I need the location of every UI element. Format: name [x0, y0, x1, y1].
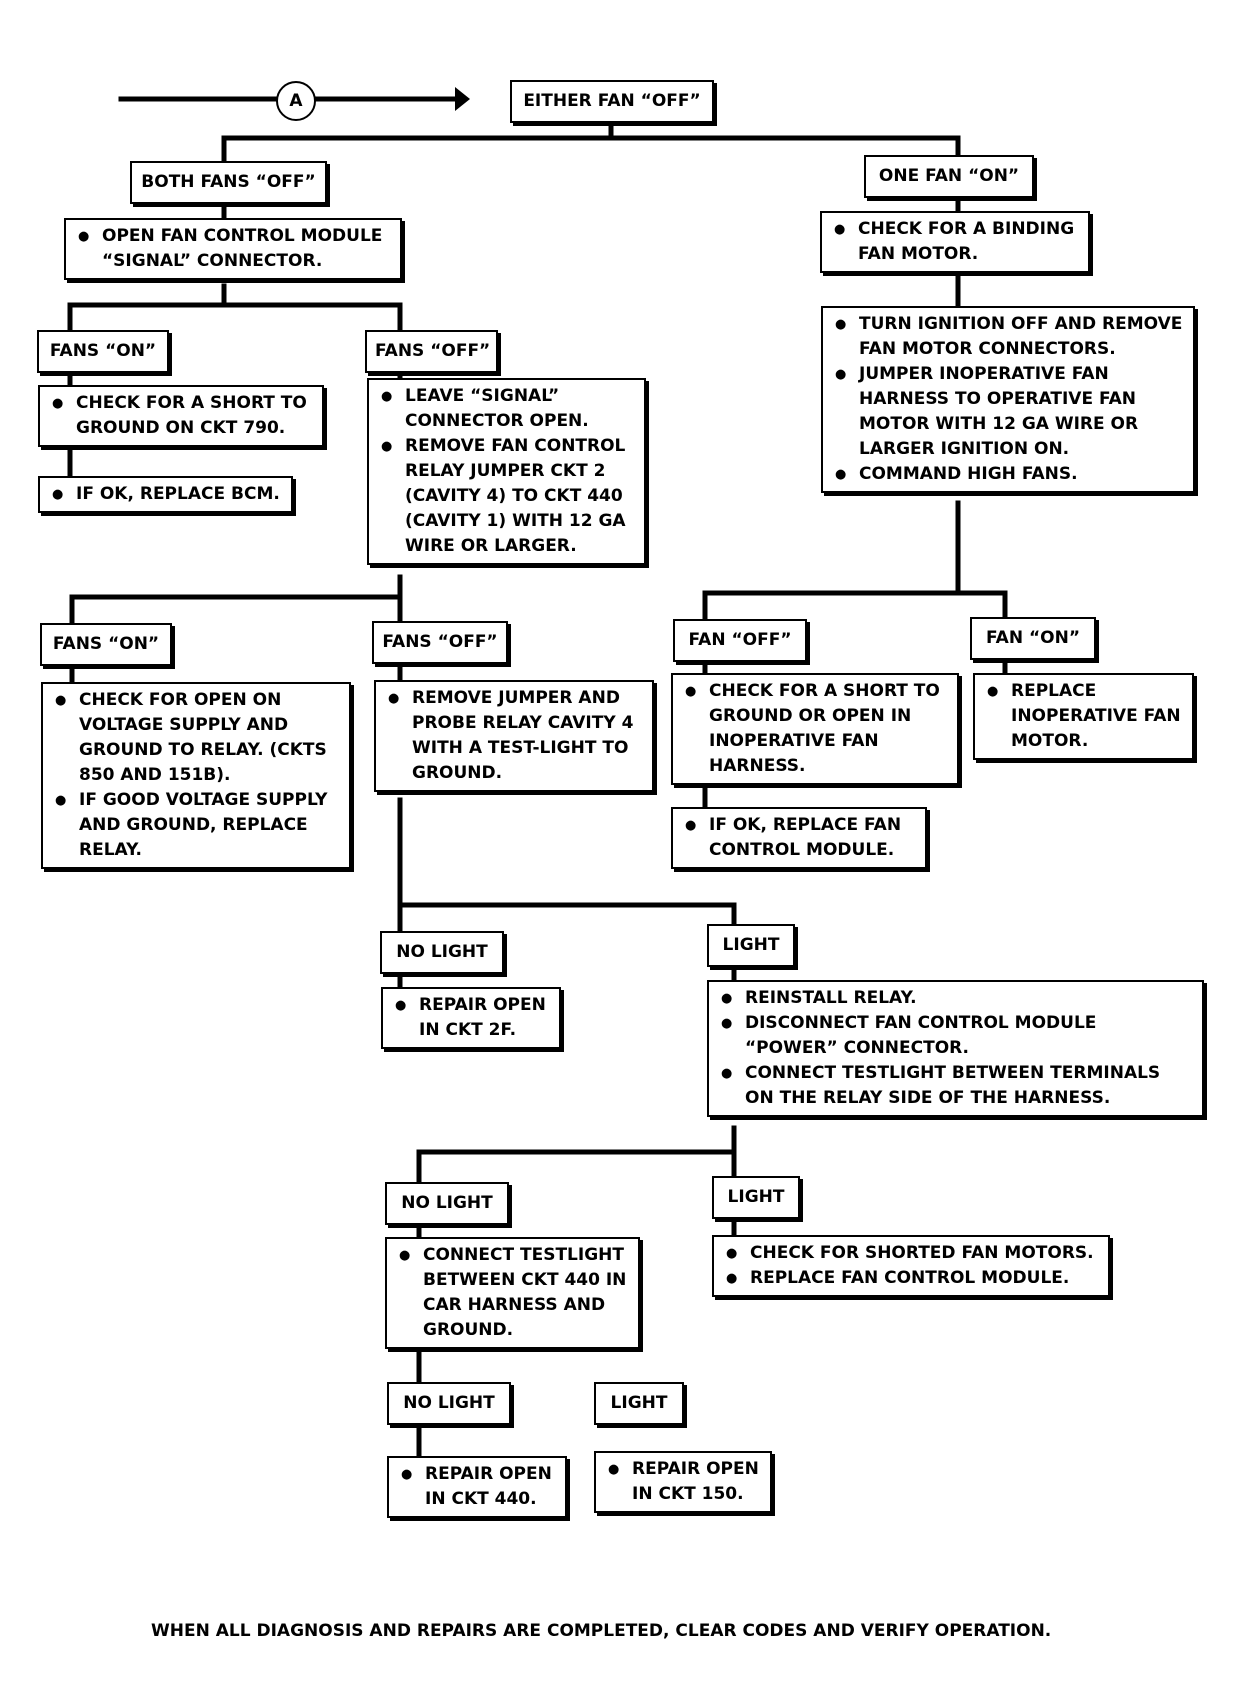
step-repair-ckt-440: REPAIR OPEN IN CKT 440.: [387, 1456, 567, 1518]
step-bullet: CHECK FOR OPEN ON VOLTAGE SUPPLY AND GRO…: [53, 688, 341, 788]
step-bullet: REMOVE FAN CONTROL RELAY JUMPER CKT 2 (C…: [379, 434, 636, 559]
node-fans-off-2: FANS “OFF”: [372, 621, 508, 664]
step-bullet: REMOVE JUMPER AND PROBE RELAY CAVITY 4 W…: [386, 686, 644, 786]
node-fans-off-1: FANS “OFF”: [365, 330, 498, 373]
node-fans-on-1: FANS “ON”: [37, 330, 169, 373]
step-bullet: CONNECT TESTLIGHT BETWEEN TERMINALS ON T…: [719, 1061, 1194, 1111]
step-bullet: TURN IGNITION OFF AND REMOVE FAN MOTOR C…: [833, 312, 1185, 362]
node-either-fan-off: EITHER FAN “OFF”: [510, 80, 714, 123]
step-open-signal-connector: OPEN FAN CONTROL MODULE “SIGNAL” CONNECT…: [64, 218, 402, 280]
step-bullet: REPAIR OPEN IN CKT 440.: [399, 1462, 557, 1512]
node-fans-on-2: FANS “ON”: [40, 623, 172, 666]
step-reinstall-relay: REINSTALL RELAY. DISCONNECT FAN CONTROL …: [707, 980, 1204, 1117]
step-bullet: IF OK, REPLACE BCM.: [50, 482, 283, 507]
step-bullet: CHECK FOR SHORTED FAN MOTORS.: [724, 1241, 1100, 1266]
step-bullet: IF GOOD VOLTAGE SUPPLY AND GROUND, REPLA…: [53, 788, 341, 863]
step-bullet: CONNECT TESTLIGHT BETWEEN CKT 440 IN CAR…: [397, 1243, 630, 1343]
step-bullet: CHECK FOR A SHORT TO GROUND OR OPEN IN I…: [683, 679, 949, 779]
step-bullet: IF OK, REPLACE FAN CONTROL MODULE.: [683, 813, 917, 863]
step-repair-ckt-2f: REPAIR OPEN IN CKT 2F.: [381, 987, 561, 1049]
node-light-2: LIGHT: [712, 1176, 800, 1219]
step-bullet: REPLACE FAN CONTROL MODULE.: [724, 1266, 1100, 1291]
step-jumper-harness: TURN IGNITION OFF AND REMOVE FAN MOTOR C…: [821, 306, 1195, 493]
step-leave-signal-open: LEAVE “SIGNAL” CONNECTOR OPEN. REMOVE FA…: [367, 378, 646, 565]
step-bullet: REINSTALL RELAY.: [719, 986, 1194, 1011]
step-repair-ckt-150: REPAIR OPEN IN CKT 150.: [594, 1451, 772, 1513]
step-replace-fan-motor: REPLACE INOPERATIVE FAN MOTOR.: [973, 673, 1194, 760]
node-fan-off: FAN “OFF”: [673, 619, 807, 662]
step-replace-bcm: IF OK, REPLACE BCM.: [38, 476, 293, 513]
step-replace-fcm: IF OK, REPLACE FAN CONTROL MODULE.: [671, 807, 927, 869]
step-check-short-ckt790: CHECK FOR A SHORT TO GROUND ON CKT 790.: [38, 385, 324, 447]
node-both-fans-off: BOTH FANS “OFF”: [130, 161, 327, 204]
connector-a: A: [276, 81, 316, 121]
step-bullet: CHECK FOR A SHORT TO GROUND ON CKT 790.: [50, 391, 314, 441]
step-check-binding-motor: CHECK FOR A BINDING FAN MOTOR.: [820, 211, 1090, 273]
node-light-3: LIGHT: [594, 1382, 684, 1425]
step-bullet: CHECK FOR A BINDING FAN MOTOR.: [832, 217, 1080, 267]
step-probe-relay-cavity4: REMOVE JUMPER AND PROBE RELAY CAVITY 4 W…: [374, 680, 654, 792]
node-no-light-2: NO LIGHT: [385, 1182, 509, 1225]
step-bullet: COMMAND HIGH FANS.: [833, 462, 1185, 487]
step-testlight-ckt440: CONNECT TESTLIGHT BETWEEN CKT 440 IN CAR…: [385, 1237, 640, 1349]
arrowhead: [455, 87, 470, 111]
step-bullet: DISCONNECT FAN CONTROL MODULE “POWER” CO…: [719, 1011, 1194, 1061]
step-bullet: JUMPER INOPERATIVE FAN HARNESS TO OPERAT…: [833, 362, 1185, 462]
step-bullet: REPLACE INOPERATIVE FAN MOTOR.: [985, 679, 1184, 754]
step-bullet: REPAIR OPEN IN CKT 150.: [606, 1457, 762, 1507]
node-light-1: LIGHT: [707, 924, 795, 967]
node-no-light-3: NO LIGHT: [387, 1382, 511, 1425]
step-bullet: REPAIR OPEN IN CKT 2F.: [393, 993, 551, 1043]
node-no-light-1: NO LIGHT: [380, 931, 504, 974]
footer-note: WHEN ALL DIAGNOSIS AND REPAIRS ARE COMPL…: [151, 1621, 1052, 1641]
node-fan-on: FAN “ON”: [970, 617, 1096, 660]
node-one-fan-on: ONE FAN “ON”: [864, 155, 1034, 198]
step-check-voltage-supply: CHECK FOR OPEN ON VOLTAGE SUPPLY AND GRO…: [41, 682, 351, 869]
step-check-short-harness: CHECK FOR A SHORT TO GROUND OR OPEN IN I…: [671, 673, 959, 785]
step-bullet: LEAVE “SIGNAL” CONNECTOR OPEN.: [379, 384, 636, 434]
step-check-shorted-motors: CHECK FOR SHORTED FAN MOTORS. REPLACE FA…: [712, 1235, 1110, 1297]
step-bullet: OPEN FAN CONTROL MODULE “SIGNAL” CONNECT…: [76, 224, 392, 274]
